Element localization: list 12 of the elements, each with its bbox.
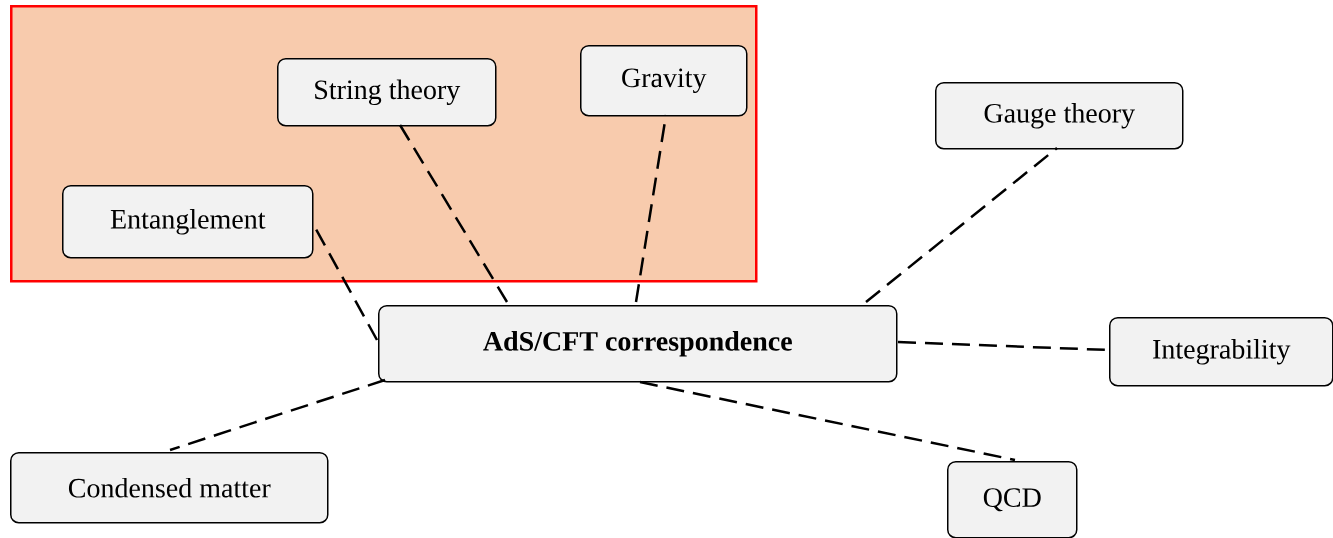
- dashed-connector: [398, 124, 509, 303]
- topic-box: Condensed matter: [10, 452, 329, 524]
- dashed-connector: [169, 378, 386, 452]
- topic-box: QCD: [947, 461, 1078, 538]
- topic-box: Entanglement: [62, 185, 314, 259]
- topic-box: Gravity: [580, 45, 748, 117]
- dashed-connector: [865, 147, 1058, 303]
- topic-box: String theory: [277, 58, 497, 127]
- topic-box: AdS/CFT correspondence: [378, 305, 898, 383]
- dashed-connector: [639, 380, 1016, 462]
- topic-box: Integrability: [1109, 317, 1333, 387]
- topic-box: Gauge theory: [935, 82, 1184, 150]
